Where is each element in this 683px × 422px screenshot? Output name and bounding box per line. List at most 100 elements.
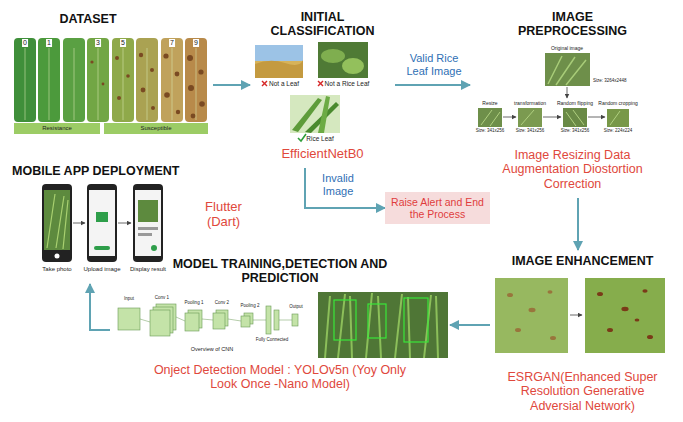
disease-spot [117,96,121,100]
stage-region: INITIAL CLASSIFICATION EfficientNetB0 [250,8,395,168]
broad-leaf [321,49,345,63]
flow-connector [450,324,490,326]
leaf-midrib [25,48,26,120]
leaf-sample [136,38,158,122]
image-caption: Overview of CNN [191,346,233,352]
result-line [138,233,152,236]
cnn-feature-map [213,313,225,329]
disease-spot [139,53,143,57]
flow-connector [213,84,250,86]
upload-button [94,246,110,250]
score-number: 5 [120,39,126,47]
resistance-bar [14,123,100,134]
image-caption: Input [124,297,134,302]
score-number: 7 [169,39,175,47]
cnn-link [279,320,292,321]
result-image [138,200,158,222]
stage-region: MODEL TRAINING,DETECTION AND PREDICTION O… [110,255,450,403]
disease-spot [607,328,613,332]
phone-body [133,184,163,262]
stage-region: DATASET [8,10,213,138]
disease-spot [621,307,628,311]
phone-body [42,184,72,262]
disease-spot [90,60,93,63]
detection-box [404,298,428,342]
stage-heading: IMAGE ENHANCEMENT [490,254,675,268]
image-caption: Conv 1 [155,296,169,301]
edge-label: Valid Rice Leaf Image [400,52,468,78]
flow-arrow [503,117,516,118]
susceptible-bar [104,123,208,134]
image-caption: Random flipping [557,101,593,107]
cnn-feature-map [241,316,250,327]
rice-plants [325,293,438,358]
disease-spot [150,68,154,72]
result-line [138,227,158,230]
photo-blades [481,110,620,126]
image-caption: Susceptible [140,125,171,132]
leaf-sample [14,38,36,122]
rice-field-photo [318,292,448,358]
score-number: 3 [95,39,101,47]
disease-spot [507,293,513,297]
phone-screen [135,190,161,256]
leaf-midrib [196,48,197,120]
image-caption: Size: 341x256 [516,129,545,134]
leaf-midrib [147,48,148,120]
phone-body [87,184,117,262]
cross-mark [318,81,323,86]
cnn-link [176,317,185,321]
leaf-midrib [98,48,99,120]
image-caption: Rice Leaf [306,135,333,142]
disease-spot [102,83,105,86]
stage-heading: INITIAL CLASSIFICATION [255,10,390,39]
sharp-leaf-photo [585,278,665,353]
broad-leaf [342,58,364,74]
image-caption: Conv 2 [215,301,229,306]
disease-spot [115,56,119,60]
leaf-sample [112,38,134,122]
stage-heading: MODEL TRAINING,DETECTION AND PREDICTION [170,257,390,286]
disease-spot [597,292,603,296]
leaf-midrib [49,48,50,120]
camera-preview [47,194,68,249]
alert-box: Raise Alert and End the Process [385,192,490,224]
flow-arrow [570,315,582,316]
image-caption: Pooling 2 [241,304,260,309]
leaf-midrib [172,48,173,120]
leaf-midrib [123,48,124,120]
phone-screen [89,190,115,256]
image-caption: Random cropping [598,101,637,107]
stage-detail: EfficientNetB0 [250,147,395,162]
stage-region: IMAGE ENHANCEMENT ESRGAN(Enhanced Super R… [490,250,675,418]
image-caption: Not a Rice Leaf [325,80,370,87]
image-caption: Output [289,305,303,310]
cnn-link [253,320,266,321]
connector-group [90,85,578,330]
photo-blades [548,56,586,85]
cnn-link [140,319,150,322]
image-caption: Original image [551,46,583,52]
flow-connector [395,84,470,86]
image-caption: Size: 3264x2448 [593,79,627,84]
disease-spot [187,55,193,61]
disease-spot [126,74,130,78]
cross-mark [318,81,323,86]
disease-spot [188,85,194,91]
leaf-sample [38,38,60,122]
stage-detail: ESRGAN(Enhanced Super Resolution Generat… [500,370,665,413]
detection-box [334,300,356,340]
result-dot [151,245,157,251]
cnn-link [202,319,213,320]
image-caption: Size: 341x256 [561,129,590,134]
disease-spot [163,53,168,58]
upload-icon [96,212,108,222]
image-caption: Upload image [83,266,120,273]
disease-spot [191,114,196,119]
cnn-input [118,308,140,330]
disease-spot [141,88,146,93]
plant-photo [318,42,368,78]
cross-mark [262,81,267,86]
